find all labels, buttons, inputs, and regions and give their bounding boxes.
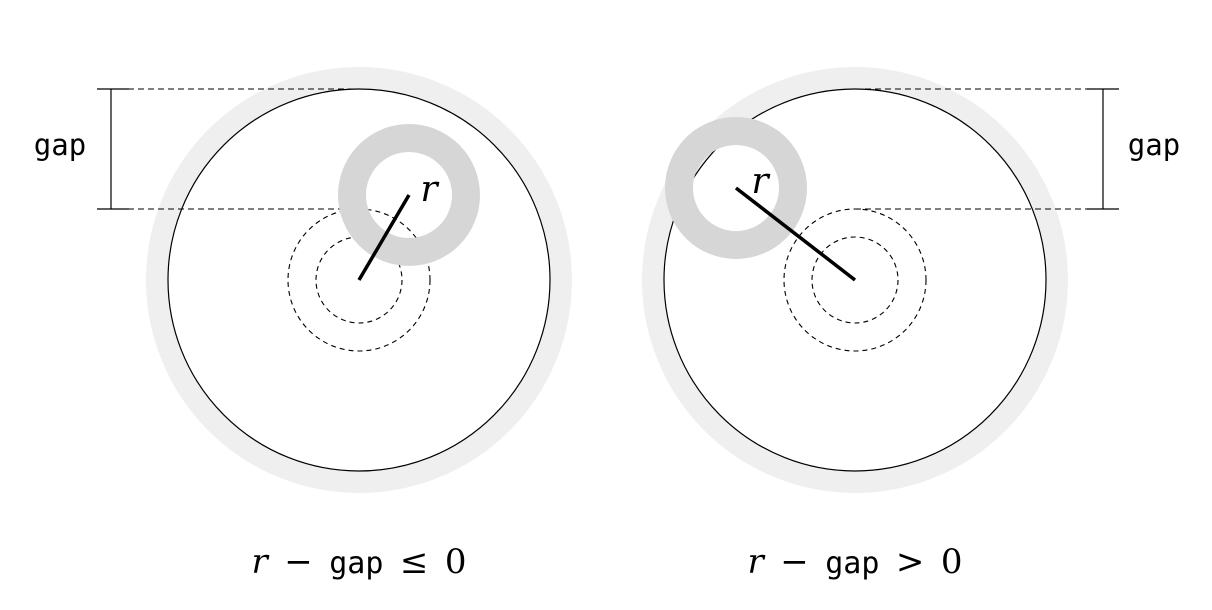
right-caption-minus: − — [780, 542, 809, 582]
left-probe-ring — [338, 124, 480, 266]
right-outer-ring — [642, 67, 1068, 493]
left-caption: r − gap ≤ 0 — [251, 542, 466, 582]
right-dashed-circle-outer — [783, 208, 927, 352]
left-outer-ring — [146, 67, 572, 493]
right-dashed-circle-inner — [811, 236, 899, 324]
right-caption-gap: gap — [825, 546, 879, 581]
right-caption: r − gap > 0 — [747, 542, 962, 582]
left-caption-gap: gap — [329, 546, 383, 581]
left-caption-minus: − — [284, 542, 313, 582]
right-radius-line — [734, 186, 857, 282]
right-gap-label: gap — [1128, 128, 1180, 162]
right-r-label: r — [751, 161, 770, 202]
left-caption-r: r — [251, 542, 269, 582]
left-gap-label: gap — [34, 128, 86, 162]
left-caption-relation: ≤ — [400, 542, 429, 582]
left-radius-line — [357, 194, 411, 281]
right-caption-value: 0 — [941, 542, 963, 582]
right-caption-relation: > — [896, 542, 925, 582]
right-caption-r: r — [747, 542, 765, 582]
left-panel: gap r r − gap ≤ 0 — [34, 67, 572, 582]
right-probe-ring — [665, 117, 807, 259]
left-caption-value: 0 — [445, 542, 467, 582]
right-panel: gap r r − gap > 0 — [642, 67, 1180, 582]
left-r-label: r — [420, 169, 439, 210]
